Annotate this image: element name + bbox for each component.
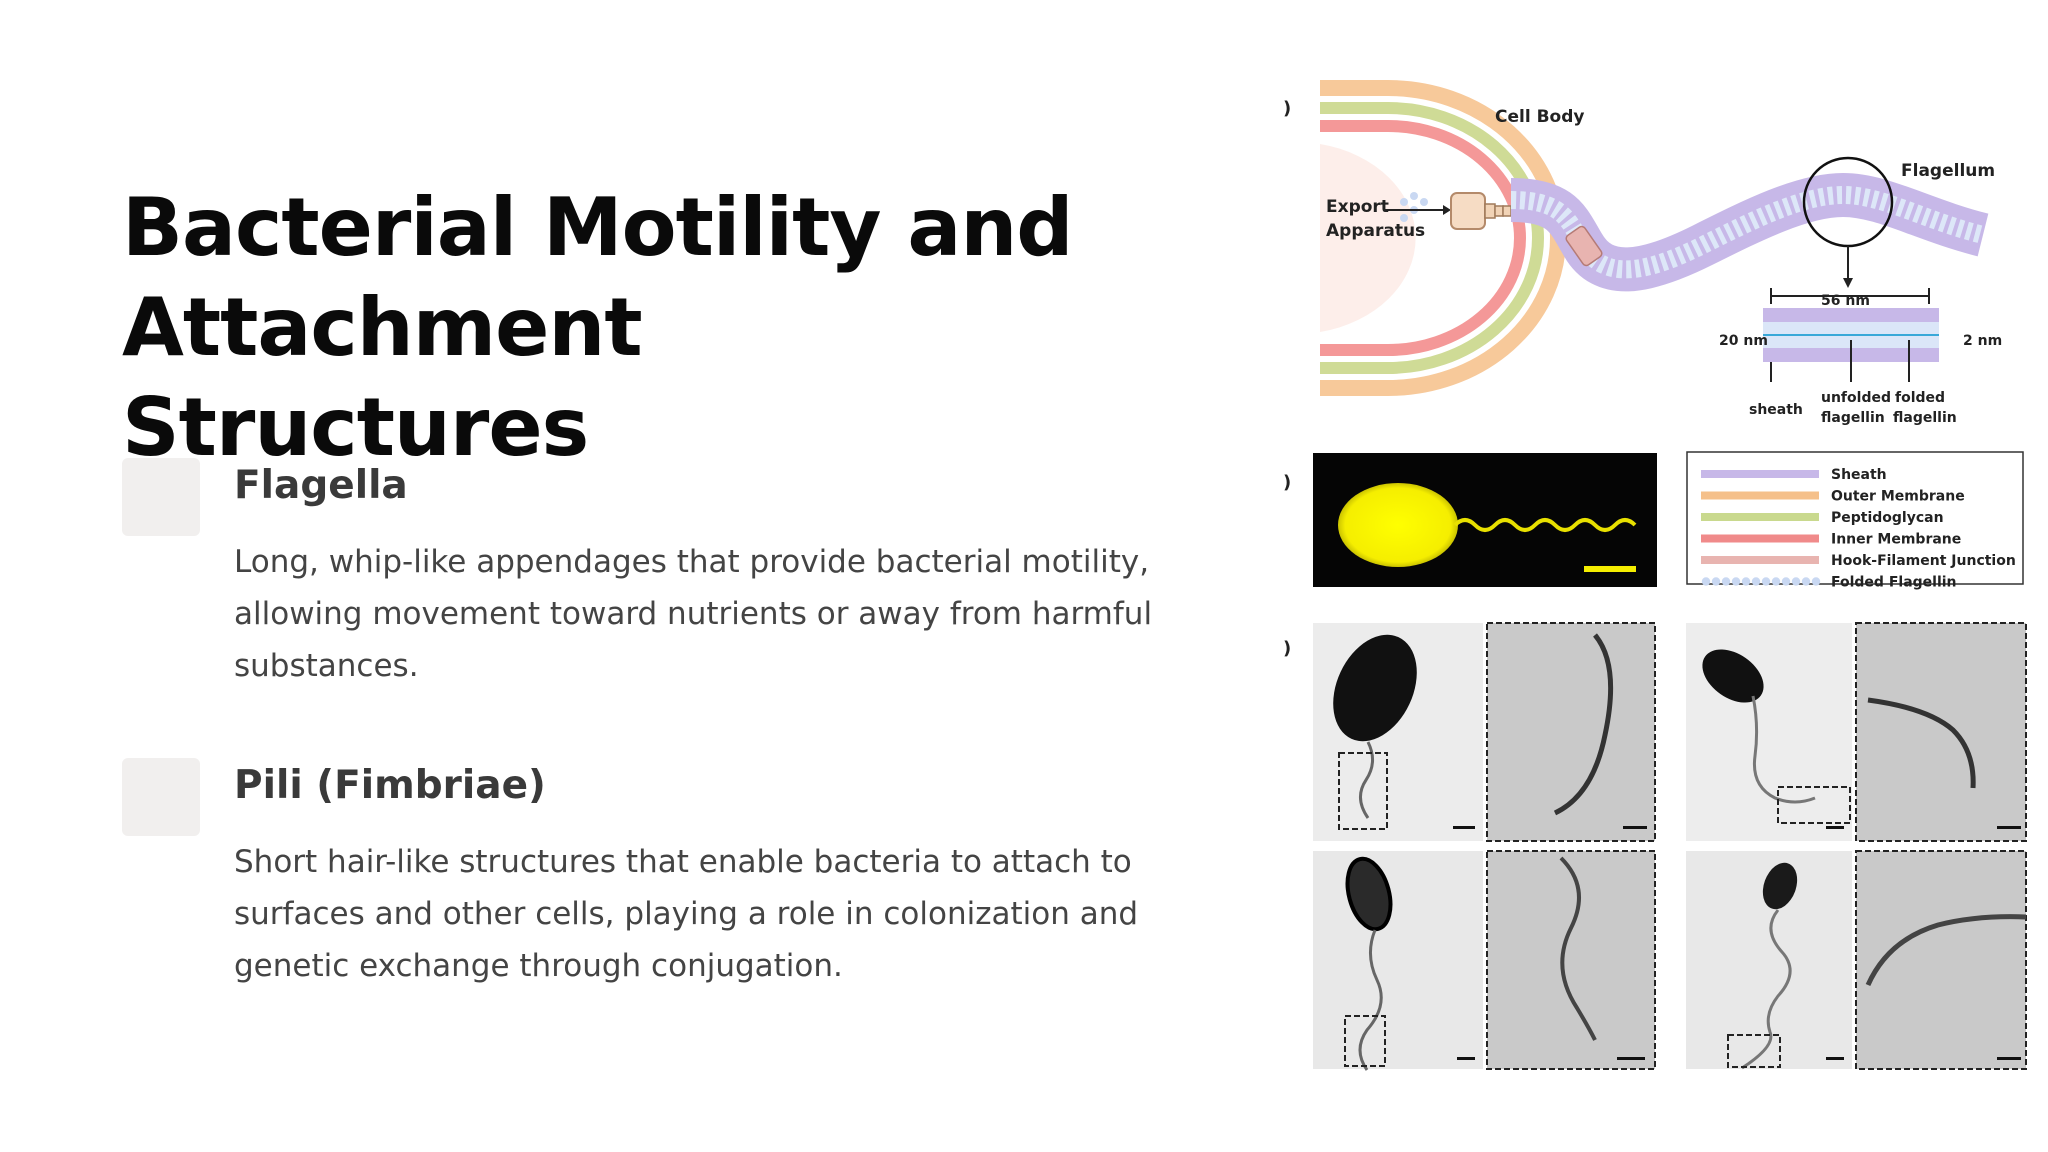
feature-description: Short hair-like structures that enable b… (234, 844, 1139, 984)
folded-label-1: folded (1895, 390, 1945, 406)
legend-label: Hook-Filament Junction (1831, 553, 2016, 569)
export-apparatus (1383, 192, 1512, 230)
legend-label: Folded Flagellin (1831, 575, 1957, 591)
flagellum-label: Flagellum (1901, 161, 1995, 181)
legend-swatch (1701, 470, 1819, 478)
legend-label: Sheath (1831, 467, 1887, 483)
legend-swatch (1701, 577, 1711, 586)
legend-swatch (1781, 577, 1791, 586)
sheath-label: sheath (1749, 402, 1803, 418)
unfolded-label-1: unfolded (1821, 390, 1891, 406)
legend-swatch (1801, 577, 1811, 586)
legend-swatch (1701, 491, 1819, 500)
legend-label: Inner Membrane (1831, 532, 1961, 548)
flagellum-tube (1510, 156, 1989, 292)
legend-label: Peptidoglycan (1831, 510, 1944, 526)
width-56-label: 56 nm (1821, 293, 1870, 309)
legend-swatch (1791, 577, 1801, 586)
legend-swatch (1811, 577, 1821, 586)
cell-body-label: Cell Body (1495, 107, 1584, 127)
unfolded-label-2: flagellin (1821, 410, 1885, 426)
panel-label-c: ) (1283, 638, 1291, 659)
feature-title: Pili (Fimbriae) (234, 763, 546, 808)
micrographs (1313, 622, 2027, 1071)
legend-label: Outer Membrane (1831, 489, 1965, 505)
flagellum-figure: ) ) ) (1283, 60, 2043, 1080)
panel-label-b: ) (1283, 472, 1291, 493)
legend-swatch (1701, 556, 1819, 564)
fluorescence-image (1313, 453, 1657, 587)
panel-label-a: ) (1283, 98, 1291, 119)
legend-swatch (1711, 577, 1721, 586)
feature-description: Long, whip-like appendages that provide … (234, 544, 1153, 684)
export-label-1: Export (1326, 197, 1389, 217)
legend-swatch (1701, 513, 1819, 521)
flagellum-figure-svg: ) ) ) (1283, 80, 2027, 1071)
width-20-label: 20 nm (1719, 333, 1768, 349)
folded-label-2: flagellin (1893, 410, 1957, 426)
slide-title: Bacterial Motility and Attachment Struct… (122, 181, 1074, 474)
legend-swatch (1701, 534, 1819, 543)
legend-swatch (1771, 577, 1781, 586)
pili-icon (122, 758, 200, 836)
legend-swatch (1751, 577, 1761, 586)
legend-swatch (1731, 577, 1741, 586)
width-2-label: 2 nm (1963, 333, 2002, 349)
legend-swatch (1721, 577, 1731, 586)
legend-swatch (1761, 577, 1771, 586)
legend-swatch (1741, 577, 1751, 586)
export-label-2: Apparatus (1326, 221, 1425, 241)
flagellum-cross-section (1763, 288, 1939, 382)
feature-title: Flagella (234, 463, 408, 508)
flagella-icon (122, 458, 200, 536)
